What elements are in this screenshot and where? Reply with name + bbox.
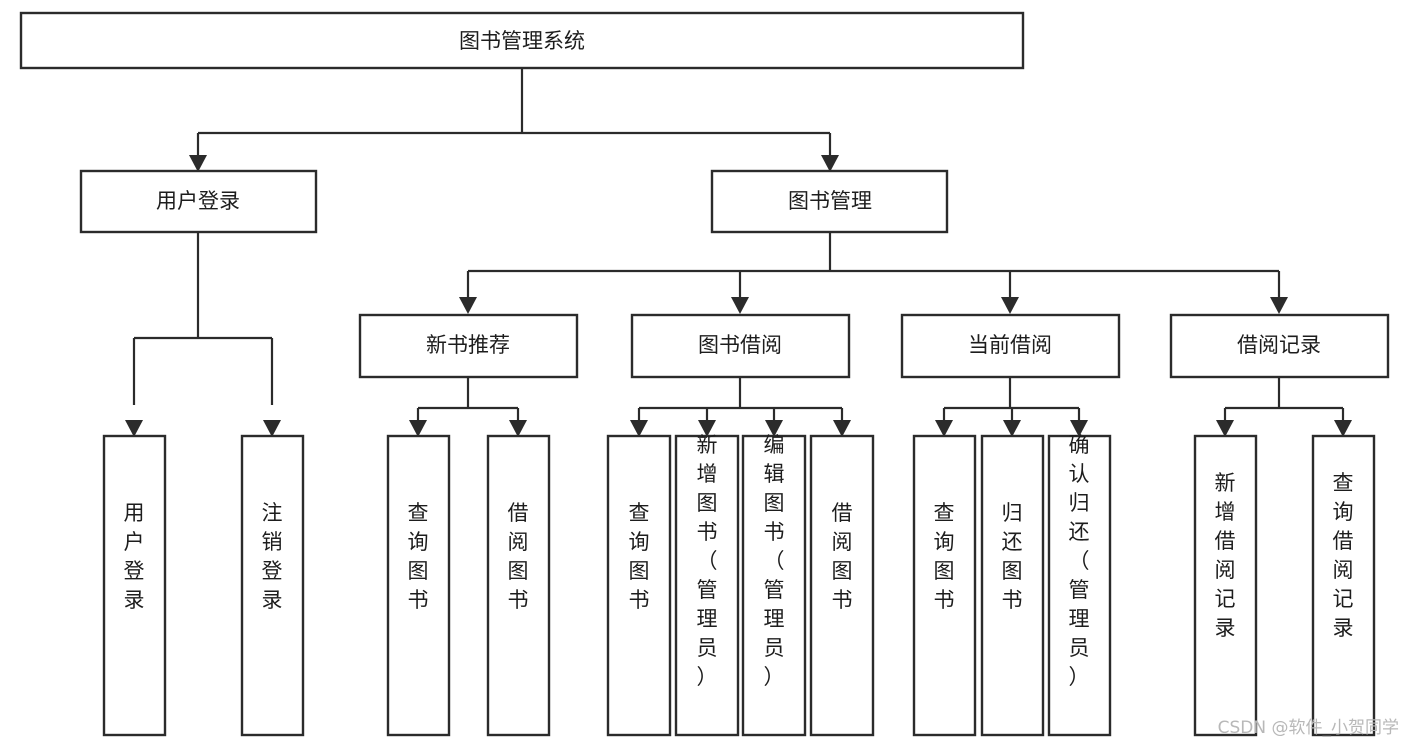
node-current-borrow-label: 当前借阅 <box>968 333 1052 357</box>
arrowhead-to-current-borrow <box>1001 297 1019 314</box>
leaf-current-borrow-return-label: 归还图书 <box>1002 501 1023 612</box>
arrowhead-to-book-borrow-leaf-4 <box>833 420 851 437</box>
leaf-borrow-record-add[interactable]: 新增借阅记录 <box>1193 434 1258 737</box>
leaf-user-login-login-label: 用户登录 <box>124 501 145 612</box>
node-new-book-recommend[interactable]: 新书推荐 <box>358 313 579 379</box>
node-new-book-recommend-label: 新书推荐 <box>426 333 510 357</box>
leaf-current-borrow-return[interactable]: 归还图书 <box>980 434 1045 737</box>
leaf-borrow-record-query[interactable]: 查询借阅记录 <box>1311 434 1376 737</box>
leaf-borrow-record-add-box <box>1193 434 1258 737</box>
leaf-book-borrow-query[interactable]: 查询图书 <box>606 434 672 737</box>
connector-layer <box>132 68 1345 422</box>
arrowhead-to-current-borrow-leaf-2 <box>1003 420 1021 437</box>
leaf-book-borrow-edit-box <box>741 434 807 737</box>
leaf-book-borrow-query-box <box>606 434 672 737</box>
leaf-current-borrow-return-box <box>980 434 1045 737</box>
leaf-user-login-logout-box <box>240 434 305 737</box>
leaf-user-login-login[interactable]: 用户登录 <box>102 434 167 737</box>
node-user-login-label: 用户登录 <box>156 189 240 213</box>
node-book-borrow[interactable]: 图书借阅 <box>630 313 851 379</box>
leaf-book-borrow-edit-label: 编辑图书（管理员） <box>764 433 785 689</box>
arrowhead-to-new-book-leaf-1 <box>409 420 427 437</box>
node-current-borrow[interactable]: 当前借阅 <box>900 313 1121 379</box>
leaf-borrow-record-query-box <box>1311 434 1376 737</box>
leaf-new-book-borrow-label: 借阅图书 <box>508 501 529 612</box>
leaf-book-borrow-borrow[interactable]: 借阅图书 <box>809 434 875 737</box>
arrowhead-to-current-borrow-leaf-1 <box>935 420 953 437</box>
node-borrow-record-box <box>1169 313 1390 379</box>
leaf-current-borrow-confirm-label: 确认归还（管理员） <box>1069 433 1090 689</box>
node-book-borrow-label: 图书借阅 <box>698 333 782 357</box>
leaf-new-book-query-label: 查询图书 <box>408 501 429 612</box>
arrowhead-to-user-login-leaf-1 <box>125 420 143 437</box>
arrowhead-to-user-login-leaf-2 <box>263 420 281 437</box>
arrowhead-to-book-manage <box>821 155 839 172</box>
arrowhead-to-new-book <box>459 297 477 314</box>
arrowhead-to-book-borrow <box>731 297 749 314</box>
leaf-book-borrow-edit[interactable]: 编辑图书（管理员） <box>741 433 807 737</box>
csdn-watermark: CSDN @软件_小贺同学 <box>1218 718 1399 738</box>
node-book-manage-label: 图书管理 <box>788 189 872 213</box>
leaf-book-borrow-add-box <box>674 434 740 737</box>
leaf-book-borrow-add[interactable]: 新增图书（管理员） <box>674 433 740 737</box>
leaf-book-borrow-borrow-box <box>809 434 875 737</box>
node-new-book-recommend-box <box>358 313 579 379</box>
node-book-manage[interactable]: 图书管理 <box>710 169 949 234</box>
leaf-new-book-query[interactable]: 查询图书 <box>386 434 451 737</box>
leaf-current-borrow-confirm-box <box>1047 434 1112 737</box>
leaf-current-borrow-query[interactable]: 查询图书 <box>912 434 977 737</box>
leaf-current-borrow-confirm[interactable]: 确认归还（管理员） <box>1047 433 1112 737</box>
leaf-book-borrow-query-label: 查询图书 <box>629 501 650 612</box>
node-user-login[interactable]: 用户登录 <box>79 169 318 234</box>
node-book-manage-box <box>710 169 949 234</box>
leaf-user-login-login-box <box>102 434 167 737</box>
leaf-new-book-query-box <box>386 434 451 737</box>
node-current-borrow-box <box>900 313 1121 379</box>
node-root-system-label: 图书管理系统 <box>459 29 585 53</box>
node-book-borrow-box <box>630 313 851 379</box>
leaf-book-borrow-borrow-label: 借阅图书 <box>832 501 853 612</box>
leaf-user-login-logout-label: 注销登录 <box>262 501 283 612</box>
arrowhead-to-borrow-record-leaf-1 <box>1216 420 1234 437</box>
leaf-book-borrow-add-label: 新增图书（管理员） <box>697 433 718 689</box>
arrowhead-to-borrow-record-leaf-2 <box>1334 420 1352 437</box>
arrowhead-to-book-borrow-leaf-1 <box>630 420 648 437</box>
leaf-new-book-borrow-box <box>486 434 551 737</box>
node-user-login-box <box>79 169 318 234</box>
node-root-system-box <box>19 11 1025 70</box>
leaf-new-book-borrow[interactable]: 借阅图书 <box>486 434 551 737</box>
node-root-system[interactable]: 图书管理系统 <box>19 11 1025 70</box>
node-borrow-record-label: 借阅记录 <box>1237 333 1321 357</box>
leaf-borrow-record-query-label: 查询借阅记录 <box>1333 471 1354 640</box>
leaf-current-borrow-query-box <box>912 434 977 737</box>
arrowhead-to-borrow-record <box>1270 297 1288 314</box>
leaf-user-login-logout[interactable]: 注销登录 <box>240 434 305 737</box>
arrowhead-to-user-login <box>189 155 207 172</box>
leaf-borrow-record-add-label: 新增借阅记录 <box>1215 471 1236 640</box>
node-borrow-record[interactable]: 借阅记录 <box>1169 313 1390 379</box>
leaf-current-borrow-query-label: 查询图书 <box>934 501 955 612</box>
arrowhead-to-new-book-leaf-2 <box>509 420 527 437</box>
